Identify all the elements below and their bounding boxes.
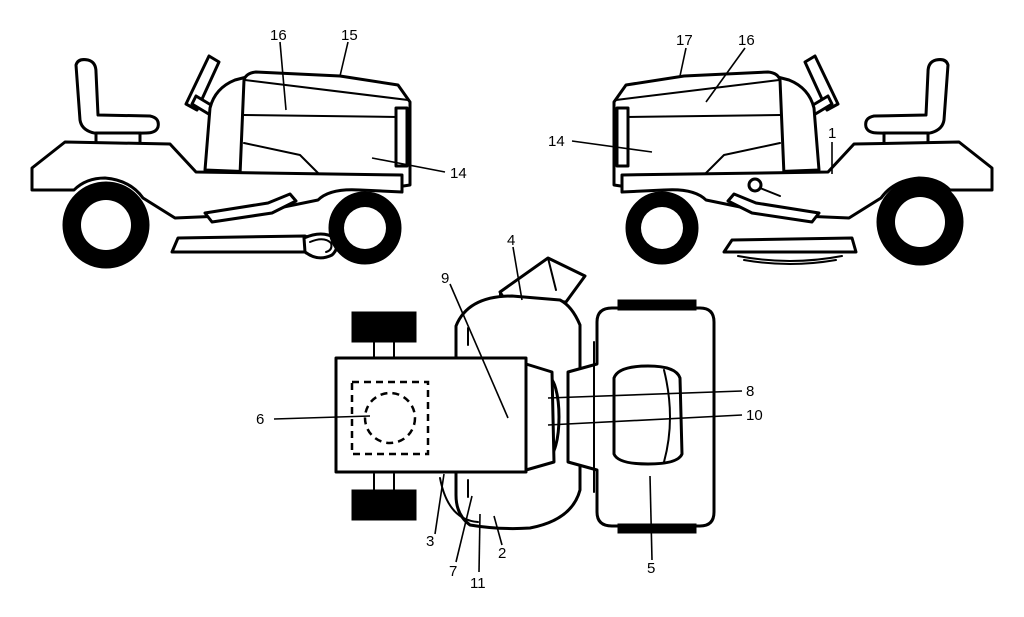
callout-6: 6 xyxy=(256,411,264,428)
callout-1: 1 xyxy=(828,125,836,142)
left-side-view-mower xyxy=(30,54,412,269)
callout-17: 17 xyxy=(676,32,693,49)
callout-9: 9 xyxy=(441,270,449,287)
seat-top xyxy=(612,364,684,466)
callout-3: 3 xyxy=(426,533,434,550)
front-right-wheel xyxy=(351,489,417,521)
callout-16-left: 16 xyxy=(270,27,287,44)
front-wheel xyxy=(625,191,699,265)
callout-5: 5 xyxy=(647,560,655,577)
callout-leaders xyxy=(273,41,833,573)
hood xyxy=(612,70,786,190)
callout-16-right: 16 xyxy=(738,32,755,49)
hood-top xyxy=(334,356,528,474)
fender-body xyxy=(30,140,404,220)
callout-15: 15 xyxy=(341,27,358,44)
rear-wheel xyxy=(62,181,150,269)
front-left-wheel xyxy=(351,311,417,343)
front-wheel xyxy=(328,191,402,265)
hood xyxy=(238,70,412,190)
callout-14-left: 14 xyxy=(450,165,467,182)
callout-2: 2 xyxy=(498,545,506,562)
top-view-mower xyxy=(334,256,716,534)
mower-deck xyxy=(722,236,858,265)
dash-top xyxy=(524,362,556,472)
callout-11: 11 xyxy=(470,575,486,592)
rear-wheel xyxy=(876,178,964,266)
seat xyxy=(74,58,160,147)
callout-7: 7 xyxy=(449,563,457,580)
footrest xyxy=(726,192,821,224)
callout-4: 4 xyxy=(507,232,515,249)
mower-deck xyxy=(170,232,339,260)
right-side-view-mower xyxy=(612,54,994,266)
callout-8: 8 xyxy=(746,383,754,400)
callout-10: 10 xyxy=(746,407,763,424)
seat xyxy=(864,58,950,147)
callout-14-right: 14 xyxy=(548,133,565,150)
callout-labels: 16 15 14 17 16 14 1 4 9 6 8 10 3 7 11 2 … xyxy=(256,27,836,592)
footrest xyxy=(203,192,298,224)
lift-lever xyxy=(747,177,781,197)
fender-body xyxy=(620,140,994,220)
